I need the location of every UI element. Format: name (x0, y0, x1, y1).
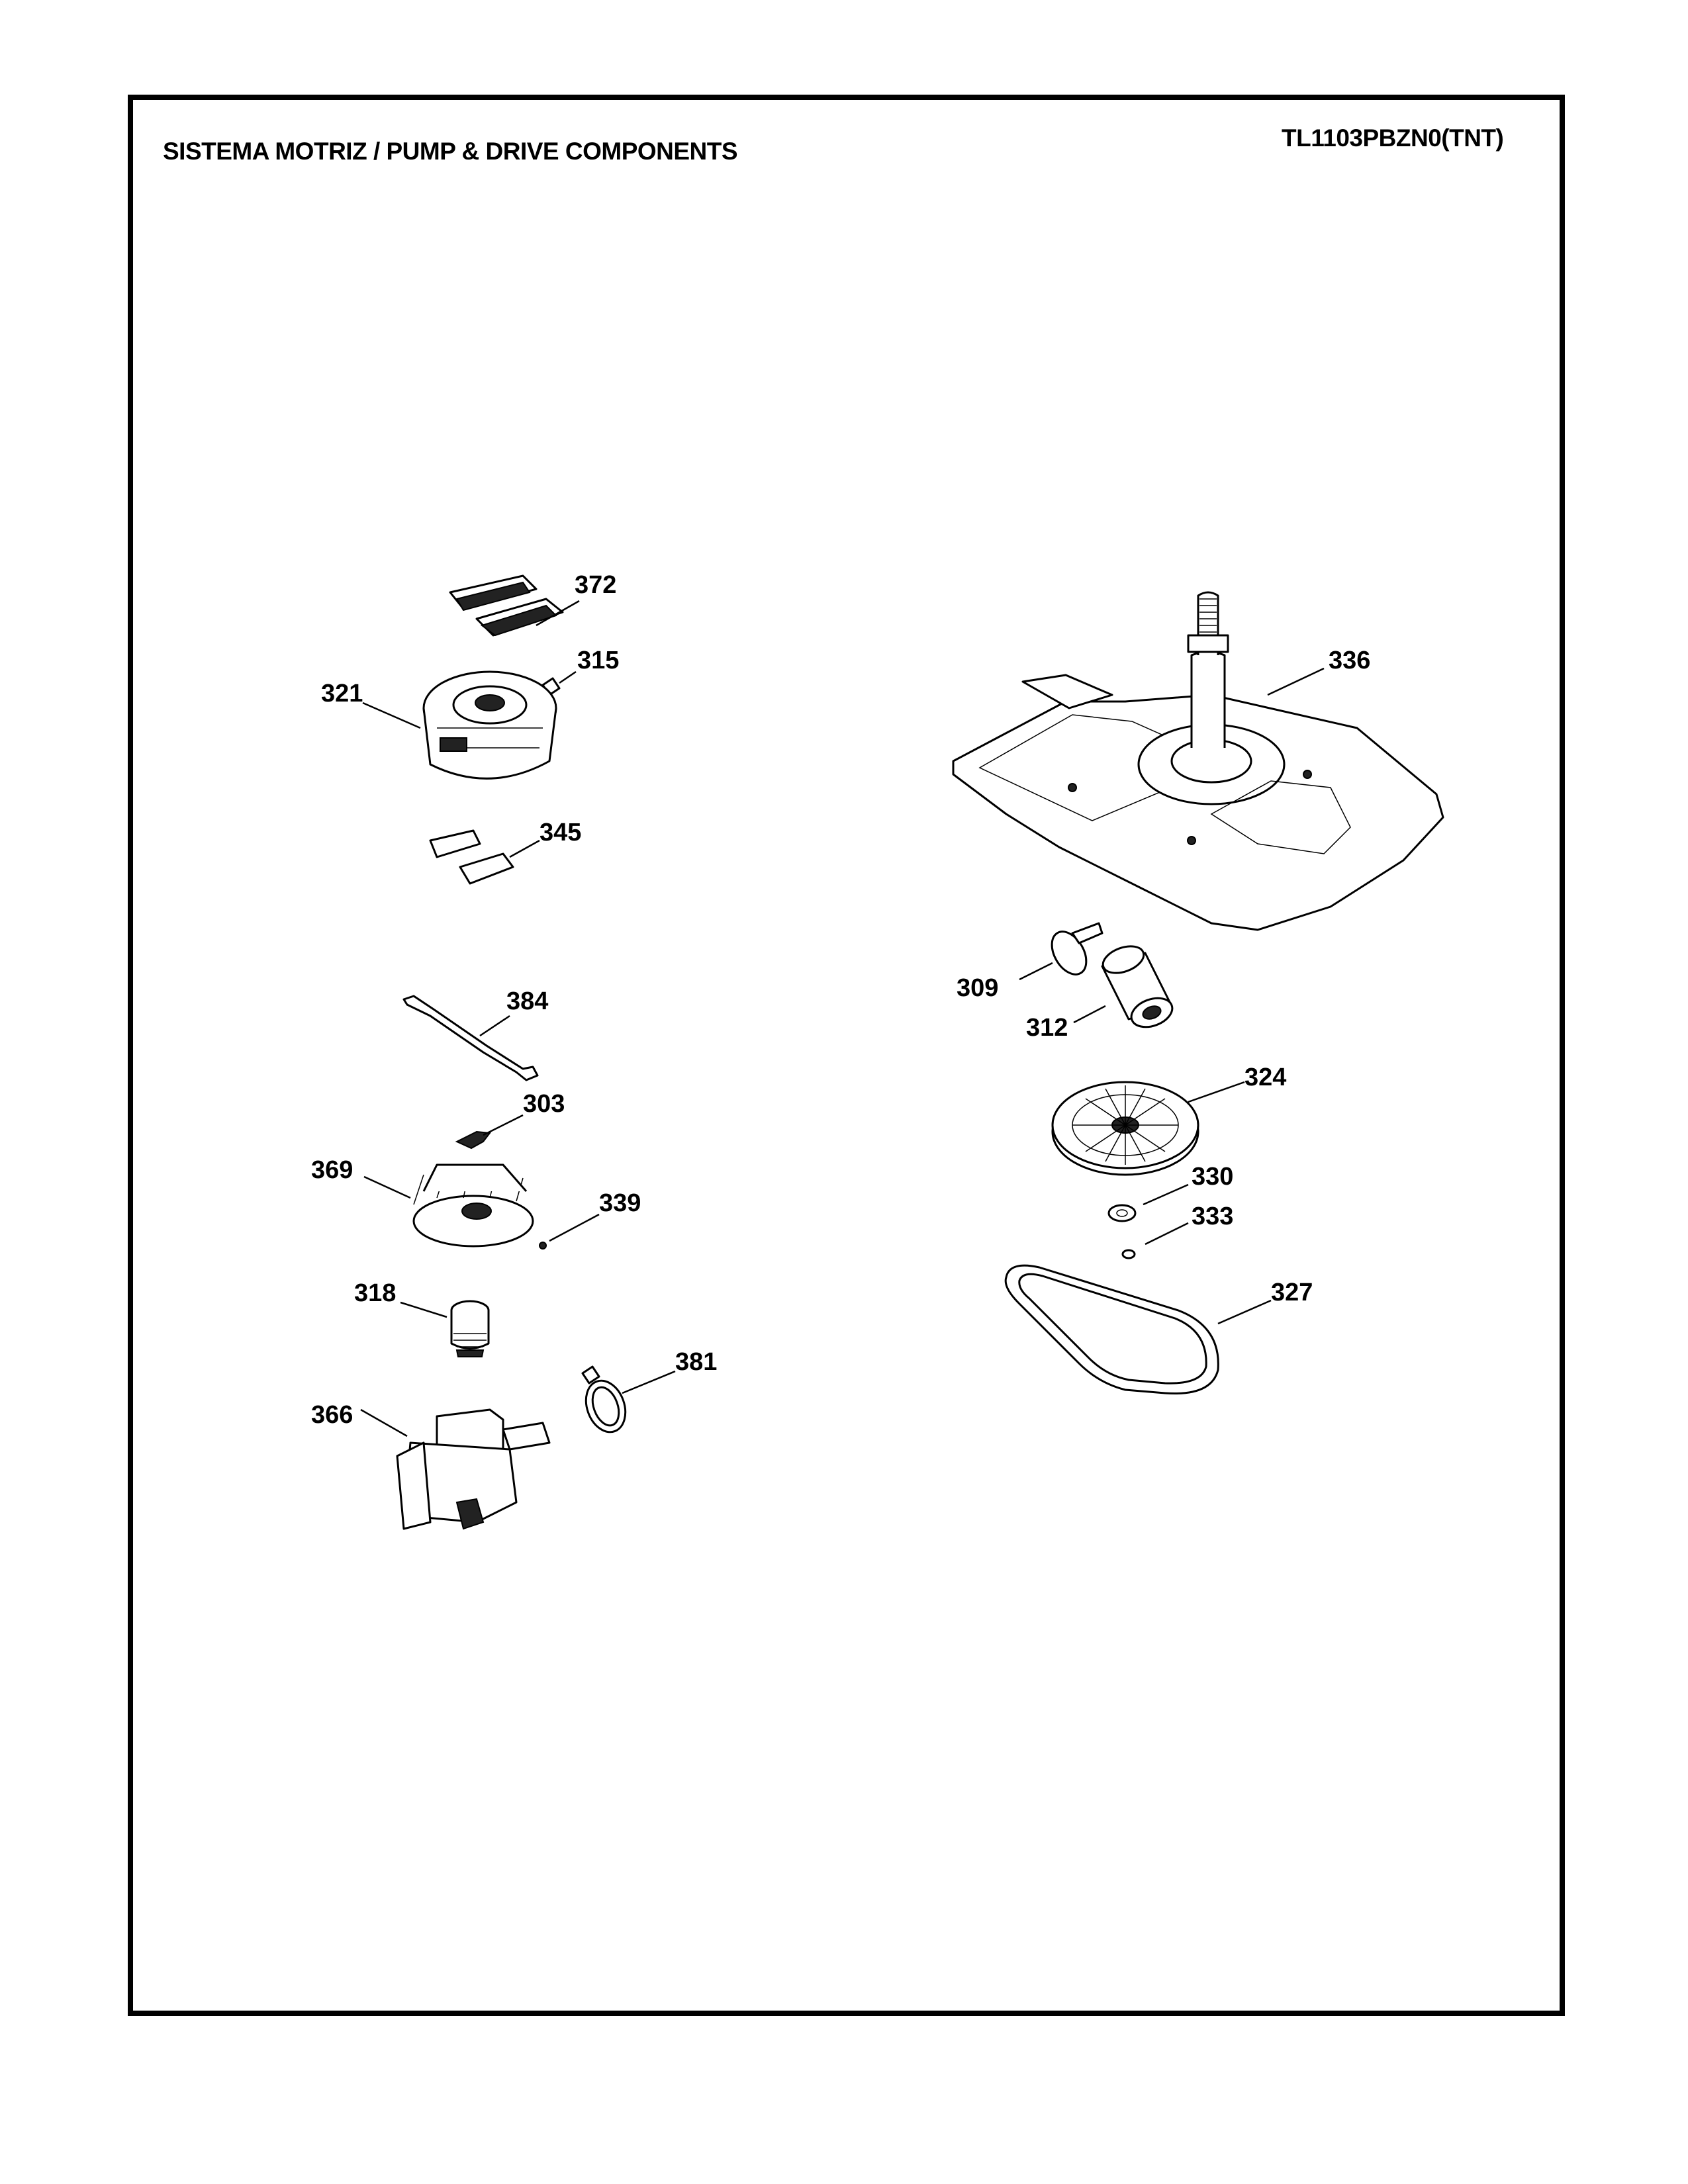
part-327-drive-belt (1004, 1264, 1272, 1395)
label-336: 336 (1329, 647, 1370, 674)
label-330: 330 (1192, 1163, 1233, 1191)
label-339: 339 (599, 1189, 641, 1217)
part-336-base-plate (952, 591, 1444, 931)
part-369-fan-impeller (363, 1163, 534, 1248)
label-318: 318 (354, 1279, 396, 1307)
label-312: 312 (1026, 1014, 1068, 1042)
part-309-clamp (1019, 922, 1103, 981)
label-333: 333 (1192, 1203, 1233, 1230)
part-321-motor (362, 670, 557, 780)
part-372-motor-mount-pads (449, 574, 580, 637)
label-309: 309 (957, 974, 998, 1002)
model-number: TL1103PBZN0(TNT) (1282, 124, 1504, 152)
part-303-clip (455, 1114, 524, 1150)
part-339-ball (539, 1213, 600, 1250)
label-321: 321 (321, 680, 363, 707)
label-384: 384 (506, 987, 548, 1015)
part-333-nut (1121, 1222, 1189, 1259)
part-312-sleeve (1073, 945, 1174, 1028)
label-372: 372 (575, 571, 616, 599)
part-384-wire-harness (402, 995, 539, 1081)
label-369: 369 (311, 1156, 353, 1184)
label-303: 303 (523, 1090, 565, 1118)
part-318-seal (400, 1300, 490, 1357)
label-345: 345 (539, 819, 581, 846)
label-315: 315 (577, 647, 619, 674)
part-366-drain-pump (360, 1408, 551, 1530)
page-title: SISTEMA MOTRIZ / PUMP & DRIVE COMPONENTS (163, 138, 738, 165)
label-366: 366 (311, 1401, 353, 1429)
part-330-washer (1107, 1183, 1189, 1222)
label-381: 381 (675, 1348, 717, 1376)
label-327: 327 (1271, 1279, 1313, 1306)
part-345-pads (429, 829, 540, 885)
part-324-pulley (1051, 1081, 1245, 1176)
part-381-hose-clamp (581, 1365, 676, 1433)
label-324: 324 (1244, 1064, 1286, 1091)
diagram-frame (128, 95, 1565, 2016)
